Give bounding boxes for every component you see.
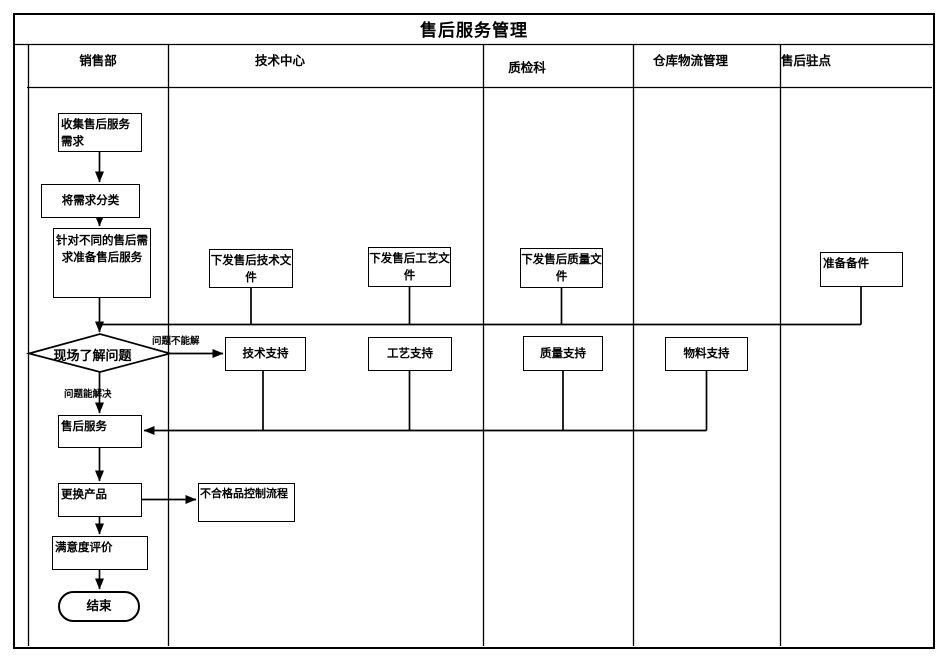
node-issue-process-doc: 下发售后工艺文件: [368, 247, 451, 287]
node-replace-product: 更换产品: [58, 483, 142, 517]
node-quality-support: 质量支持: [523, 336, 603, 371]
swimlane-grid: [14, 43, 933, 646]
lane-header-sales: 销售部: [79, 53, 117, 68]
node-collect-demands: 收集售后服务需求: [58, 113, 142, 152]
node-process-support: 工艺支持: [368, 337, 452, 371]
edge-label-cannot-solve: 问题不能解: [152, 336, 200, 347]
lane-header-aftersales-station: 售后驻点: [781, 53, 832, 68]
page-title: 售后服务管理: [420, 21, 528, 41]
node-prepare-service: 针对不同的售后需求准备售后服务: [53, 228, 151, 298]
node-satisfaction-evaluation: 满意度评价: [52, 536, 148, 570]
node-prepare-spares: 准备备件: [820, 252, 903, 287]
node-nonconforming-control: 不合格品控制流程: [198, 483, 295, 522]
node-tech-support: 技术支持: [225, 337, 306, 371]
flow-connectors: [95, 152, 862, 590]
lane-header-tech-center: 技术中心: [254, 53, 305, 68]
outer-border: [13, 13, 935, 649]
node-classify-demands: 将需求分类: [41, 184, 140, 218]
lane-header-quality-inspection: 质检科: [508, 60, 546, 75]
lane-header-warehouse-logistics: 仓库物流管理: [652, 53, 728, 68]
node-aftersales-service: 售后服务: [58, 415, 142, 448]
node-issue-tech-doc: 下发售后技术文件: [209, 249, 293, 288]
node-end-terminator: 结束: [58, 591, 140, 622]
node-material-support: 物料支持: [665, 337, 748, 371]
decision-onsite-problem: 现场了解问题: [53, 349, 132, 364]
node-issue-quality-doc: 下发售后质量文件: [520, 248, 603, 288]
edge-label-can-solve: 问题能解决: [64, 389, 112, 400]
